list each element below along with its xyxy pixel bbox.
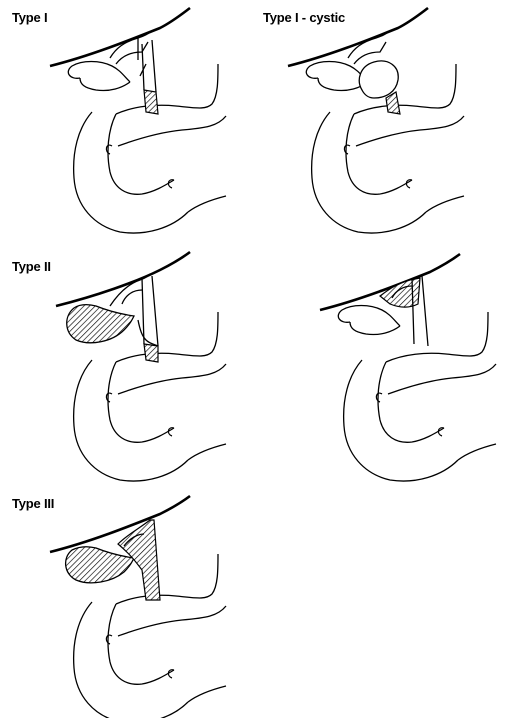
panel-type-1 xyxy=(50,8,226,233)
panel-type-2-variant xyxy=(320,254,496,481)
panel-type-1-cystic xyxy=(288,8,464,233)
panel-type-2 xyxy=(56,252,226,481)
panel-type-3 xyxy=(50,496,226,718)
